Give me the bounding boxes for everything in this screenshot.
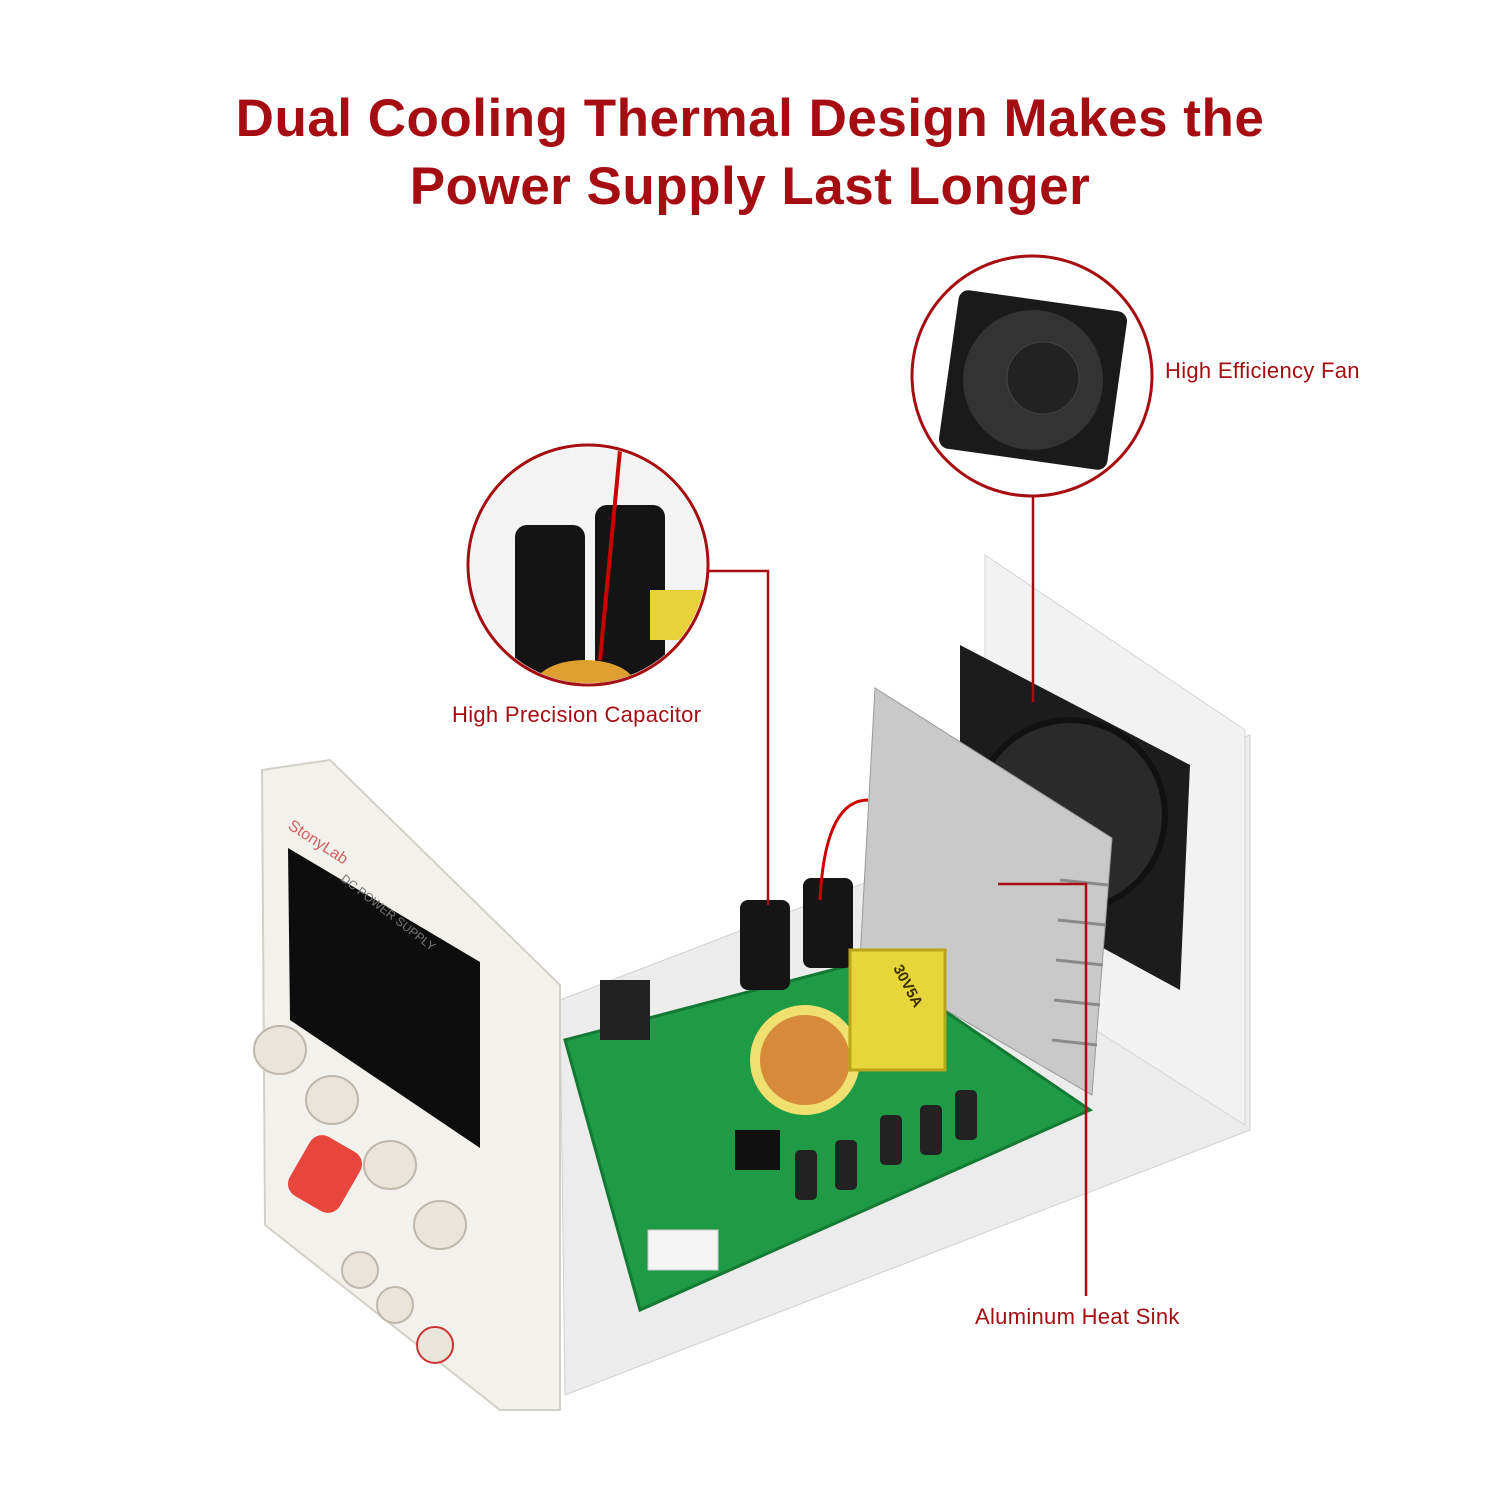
capacitor-callout-image	[470, 447, 706, 683]
terminal-positive	[416, 1326, 454, 1364]
heat-sink-fins	[1051, 878, 1109, 1047]
capacitor-callout-circle	[466, 443, 710, 687]
display-window	[288, 848, 480, 1148]
callout-fan-label: High Efficiency Fan	[1165, 358, 1360, 383]
current-coarse-knob	[253, 1025, 307, 1075]
callout-heat-sink-label: Aluminum Heat Sink	[975, 1304, 1180, 1329]
capacitor-leader-line	[708, 569, 770, 905]
transformer	[848, 948, 947, 1072]
power-switch	[288, 1135, 362, 1213]
heat-sink-leader-line	[998, 882, 1088, 1296]
voltage-fine-knob	[413, 1200, 467, 1250]
terminal-ground	[376, 1286, 414, 1324]
headline-line-2: Power Supply Last Longer	[409, 157, 1091, 216]
headline-line-1: Dual Cooling Thermal Design Makes the	[235, 89, 1265, 148]
current-fine-knob	[305, 1075, 359, 1125]
callout-capacitor-label: High Precision Capacitor	[452, 702, 702, 727]
voltage-coarse-knob	[363, 1140, 417, 1190]
pcb-components	[600, 798, 977, 1271]
fan-callout-image	[938, 290, 1128, 470]
terminal-negative	[341, 1251, 379, 1289]
